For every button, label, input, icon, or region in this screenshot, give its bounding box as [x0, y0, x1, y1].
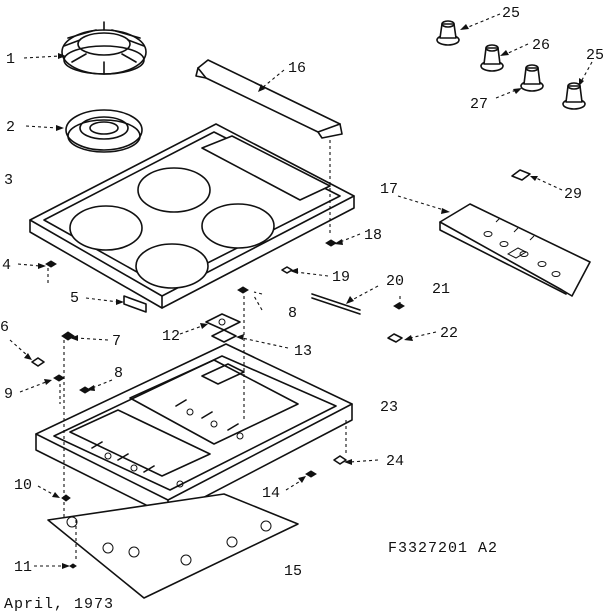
callout-17: 17: [380, 181, 398, 198]
control-panel-part: [439, 203, 591, 297]
callout-16: 16: [288, 60, 306, 77]
callout-5: 5: [70, 290, 79, 307]
bottom-panel-part: [47, 493, 299, 599]
callout-10: 10: [14, 477, 32, 494]
callout-18: 18: [364, 227, 382, 244]
callout-labels: 1 2 3 4 5 6 7 8 8 9 10 11 12 13 14 15 16…: [0, 5, 604, 580]
assembly-lines: [47, 140, 347, 560]
callout-12: 12: [162, 328, 180, 345]
burner-grate-part: [61, 21, 147, 75]
callout-8-b: 8: [114, 365, 123, 382]
callout-25-b: 25: [586, 47, 604, 64]
knob-part-1: [436, 20, 460, 46]
knob-part-2: [480, 44, 504, 72]
callout-21: 21: [432, 281, 450, 298]
callout-6: 6: [0, 319, 9, 336]
callout-29: 29: [564, 186, 582, 203]
callout-27: 27: [470, 96, 488, 113]
callout-23: 23: [380, 399, 398, 416]
callout-15: 15: [284, 563, 302, 580]
callout-11: 11: [14, 559, 32, 576]
callout-26: 26: [532, 37, 550, 54]
callout-25-a: 25: [502, 5, 520, 22]
callout-8-a: 8: [288, 305, 297, 322]
handle-rail-part: [195, 59, 343, 139]
callout-1: 1: [6, 51, 15, 68]
housing-pan-part: [35, 343, 353, 517]
rod-part: [311, 293, 361, 315]
figure-code: F3327201 A2: [388, 540, 498, 557]
burner-bowl-part: [65, 109, 143, 153]
callout-3: 3: [4, 172, 13, 189]
cooktop-frame-part: [29, 123, 355, 313]
callout-22: 22: [440, 325, 458, 342]
callout-2: 2: [6, 119, 15, 136]
callout-20: 20: [386, 273, 404, 290]
switch-part: [511, 169, 531, 181]
callout-13: 13: [294, 343, 312, 360]
knob-part-4: [562, 82, 586, 110]
callout-24: 24: [386, 453, 404, 470]
callout-7: 7: [112, 333, 121, 350]
bracket-plate-part: [205, 313, 241, 343]
leader-lines: [9, 13, 593, 569]
callout-14: 14: [262, 485, 280, 502]
callout-4: 4: [2, 257, 11, 274]
callout-19: 19: [332, 269, 350, 286]
knob-part-3: [520, 64, 544, 92]
callout-9: 9: [4, 386, 13, 403]
small-hardware: [31, 239, 405, 569]
date-label: April, 1973: [4, 596, 114, 612]
